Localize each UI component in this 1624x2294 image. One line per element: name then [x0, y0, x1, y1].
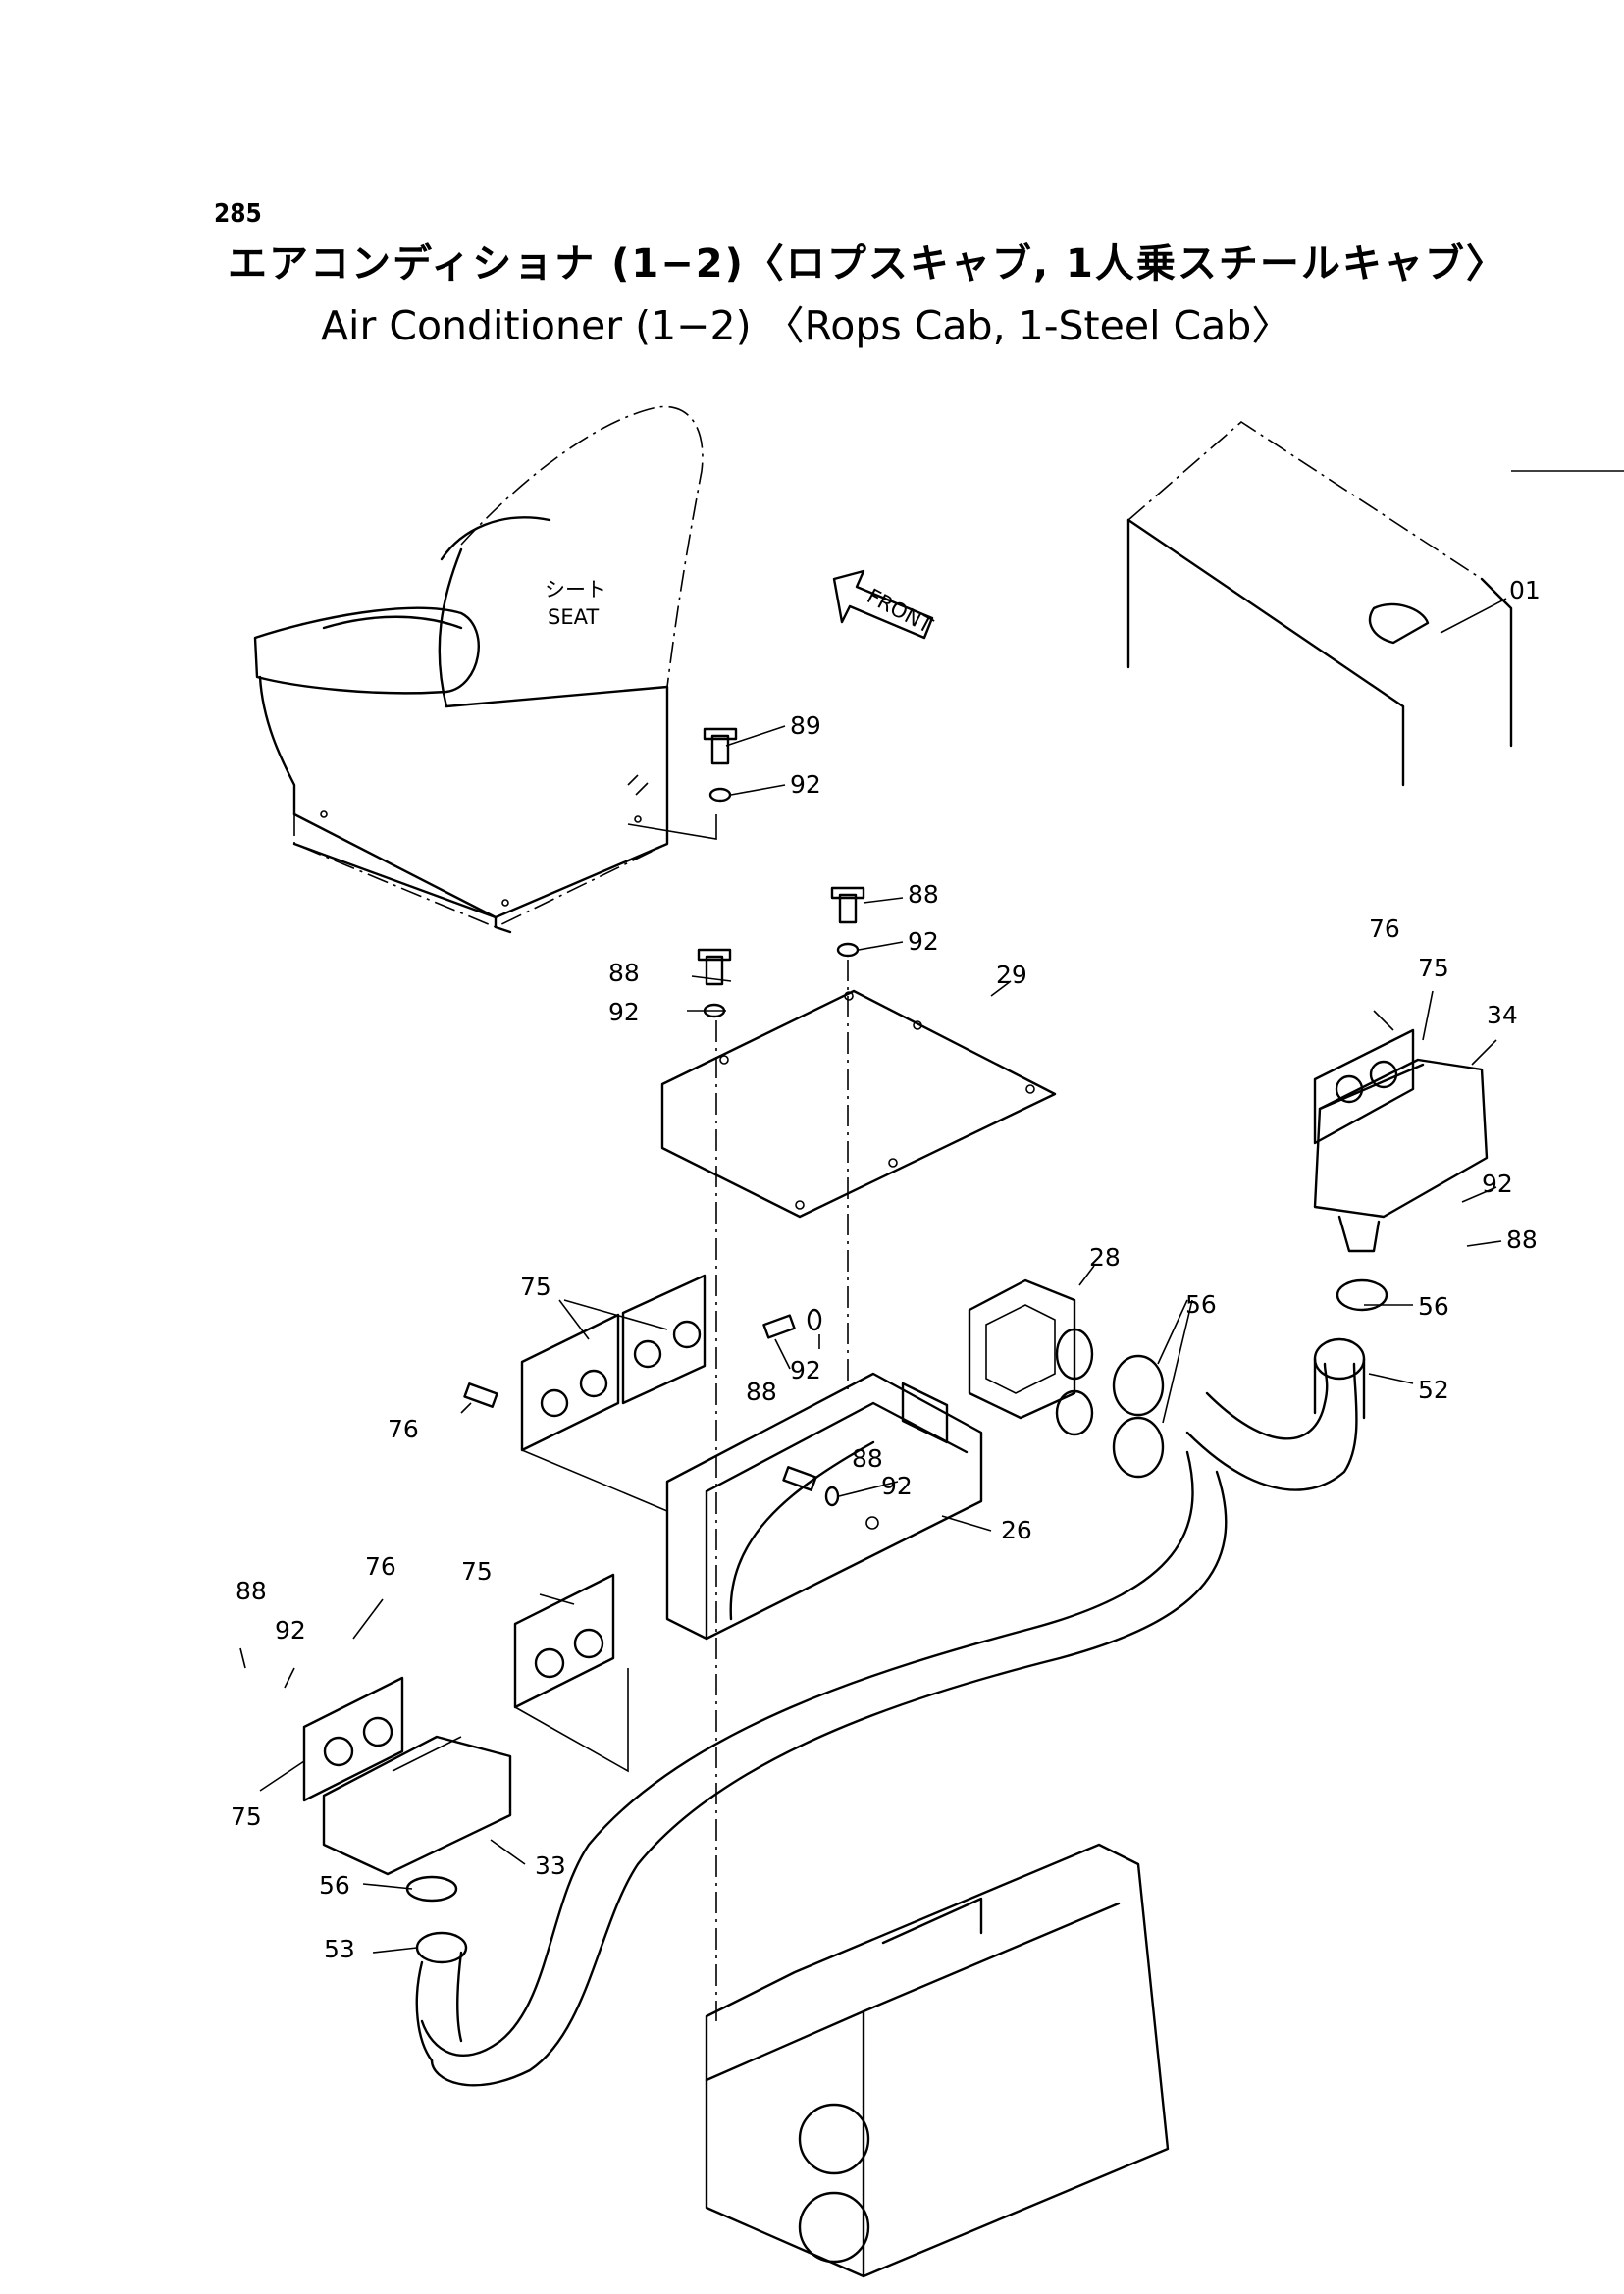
leader-lines	[239, 598, 1507, 1954]
washer-92-center	[807, 1308, 822, 1331]
clamps-56-center	[1112, 1354, 1165, 1479]
outlet-33	[302, 1676, 512, 1903]
part-label-56: 56	[1418, 1292, 1449, 1321]
cab-outline	[1126, 420, 1624, 787]
part-label-01: 01	[1509, 576, 1541, 604]
part-label-52: 52	[1418, 1376, 1449, 1404]
bolt-88-lower	[782, 1466, 817, 1491]
page-number: 285	[214, 199, 262, 229]
title-english: Air Conditioner (1−2) 〈Rops Cab, 1-Steel…	[321, 302, 1292, 349]
plate-29	[660, 989, 1057, 1219]
part-label-89: 89	[790, 711, 821, 740]
part-label-88: 88	[236, 1577, 267, 1605]
part-label-92: 92	[275, 1616, 306, 1644]
part-label-92: 92	[790, 1356, 821, 1384]
part-label-26: 26	[1001, 1516, 1032, 1544]
part-label-75: 75	[461, 1557, 493, 1586]
part-label-88: 88	[908, 880, 939, 909]
bolt-76-left	[463, 1382, 498, 1408]
hoses	[415, 1337, 1366, 2087]
part-label-92: 92	[908, 927, 939, 956]
part-label-34: 34	[1487, 1001, 1518, 1029]
part-label-56: 56	[1185, 1290, 1217, 1319]
washer-92-lower	[824, 1486, 840, 1507]
bolts-top	[697, 727, 865, 2021]
part-label-76: 76	[388, 1415, 419, 1443]
part-label-75: 75	[231, 1802, 262, 1831]
part-label-76: 76	[1369, 914, 1400, 943]
housing-26	[665, 1372, 983, 1641]
ac-main-unit	[705, 1843, 1170, 2278]
front-arrow	[832, 569, 934, 640]
plates-75-center	[520, 1274, 707, 1512]
part-label-92: 92	[881, 1472, 913, 1500]
part-label-92: 92	[608, 998, 640, 1026]
part-label-29: 29	[996, 961, 1027, 989]
plate-75-left	[513, 1573, 629, 1773]
front-label: FRONT	[864, 584, 937, 638]
part-label-33: 33	[535, 1851, 566, 1880]
part-label-88: 88	[608, 959, 640, 987]
part-label-53: 53	[324, 1935, 355, 1963]
part-label-28: 28	[1089, 1243, 1121, 1272]
part-label-92: 92	[790, 770, 821, 799]
title-japanese: エアコンディショナ (1−2)〈ロプスキャブ, 1人乗スチールキャブ〉	[228, 241, 1507, 287]
part-label-92: 92	[1482, 1170, 1513, 1198]
part-label-88: 88	[852, 1444, 883, 1473]
part-label-76: 76	[365, 1552, 396, 1581]
part-label-75: 75	[520, 1273, 551, 1301]
outlet-34	[1313, 1028, 1489, 1312]
seat-drawing	[253, 405, 717, 934]
part-label-88: 88	[746, 1378, 777, 1406]
duct-28	[968, 1278, 1094, 1436]
part-label-88: 88	[1506, 1225, 1538, 1254]
part-label-56: 56	[319, 1871, 350, 1900]
seat-label-jp: シート	[545, 578, 606, 601]
part-label-75: 75	[1418, 954, 1449, 982]
seat-label-en: SEAT	[548, 605, 599, 629]
bolt-88-center	[762, 1314, 796, 1339]
